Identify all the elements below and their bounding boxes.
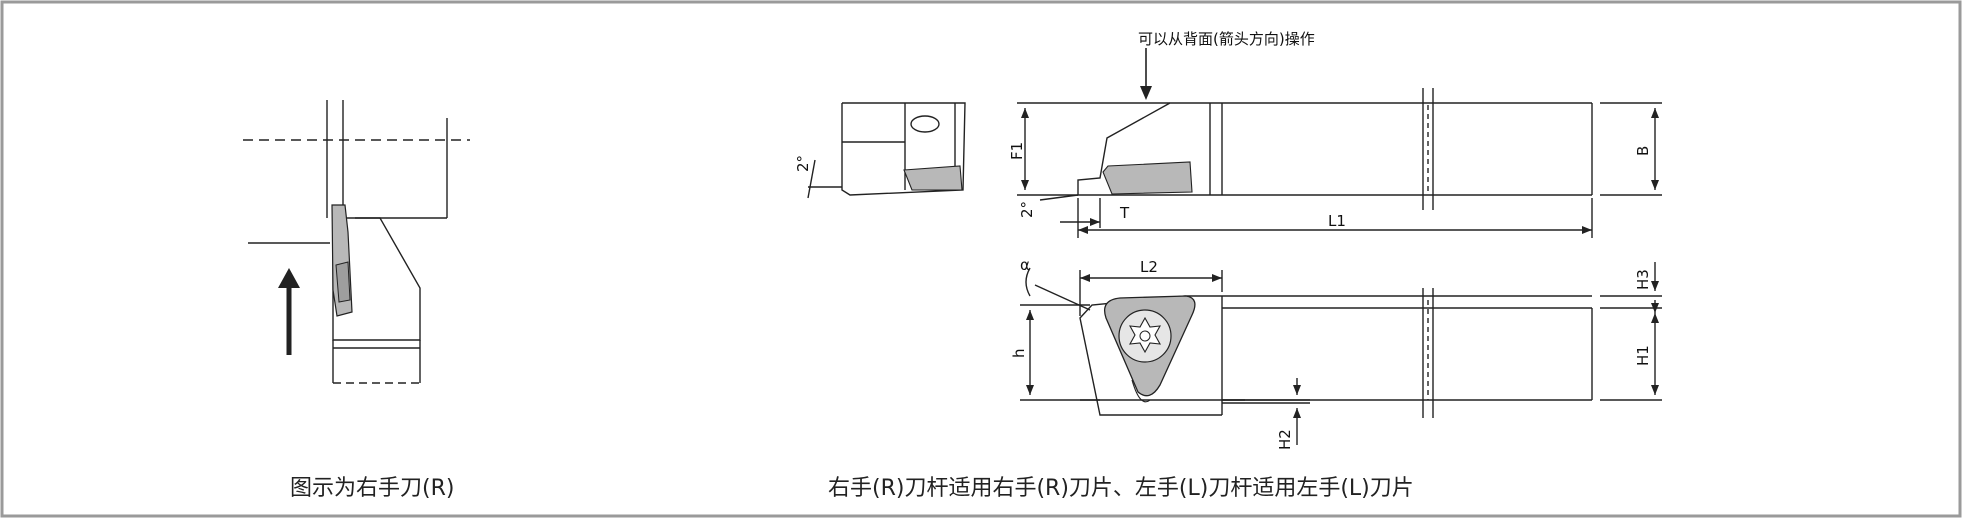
triangular-insert <box>1103 295 1196 403</box>
top-view <box>1017 88 1662 238</box>
dim-T: T <box>1119 204 1130 222</box>
operate-direction-arrow <box>1140 48 1152 100</box>
caption-right: 右手(R)刀杆适用右手(R)刀片、左手(L)刀杆适用左手(L)刀片 <box>828 476 1414 501</box>
head-view <box>1020 262 1662 445</box>
dim-H3: H3 <box>1634 269 1652 290</box>
dim-L1: L1 <box>1328 212 1346 230</box>
angle-label-end: 2° <box>794 155 812 172</box>
end-view-insert <box>903 165 963 191</box>
operate-note: 可以从背面(箭头方向)操作 <box>1138 30 1315 48</box>
dim-alpha: α <box>1020 256 1030 274</box>
insert-left-detail <box>335 261 351 303</box>
dim-B: B <box>1634 146 1652 156</box>
top-view-insert <box>1102 161 1193 195</box>
left-front-view <box>243 100 470 384</box>
dim-L2: L2 <box>1140 258 1158 276</box>
top-view-arrowheads <box>1021 108 1659 234</box>
dim-H2: H2 <box>1276 429 1294 450</box>
dim-h: h <box>1010 348 1028 358</box>
dim-H1: H1 <box>1634 345 1652 366</box>
caption-left: 图示为右手刀(R) <box>290 476 455 501</box>
feed-direction-arrow <box>278 268 300 355</box>
end-view <box>807 102 966 199</box>
dim-F1: F1 <box>1008 142 1026 160</box>
angle-label-side: 2° <box>1018 201 1036 218</box>
head-view-arrowheads <box>1026 274 1659 418</box>
